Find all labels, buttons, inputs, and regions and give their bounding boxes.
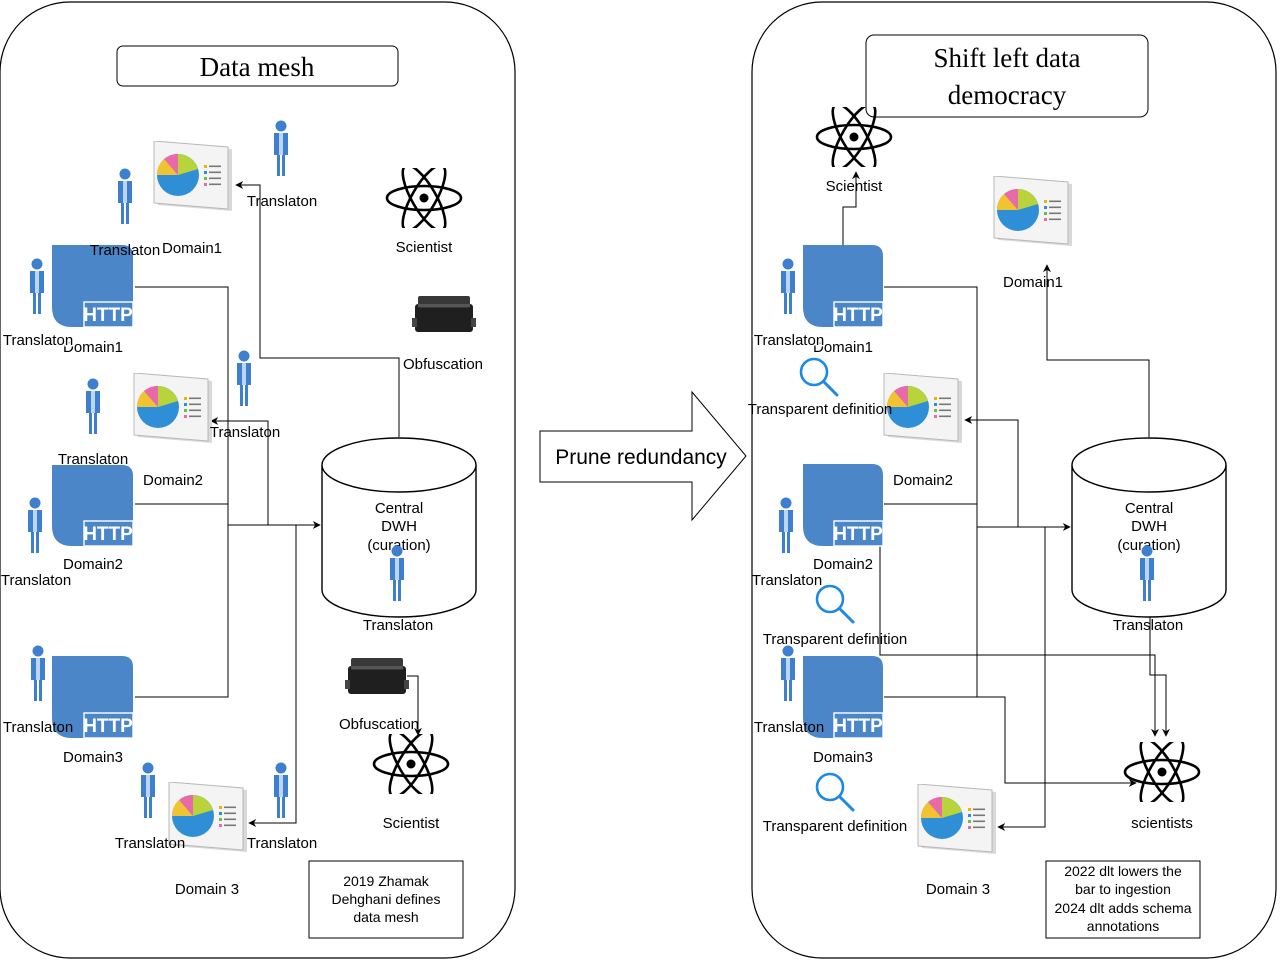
http-icon: HTTP (52, 245, 134, 328)
right-note-line: 2022 dlt lowers the (1064, 863, 1182, 879)
left-connectors (135, 181, 422, 827)
translaton-label: Translaton (752, 572, 822, 589)
transparent-definition-label: Transparent definition (763, 631, 908, 648)
svg-text:HTTP: HTTP (833, 305, 883, 326)
obfuscation-device-icon (412, 296, 476, 332)
scientist-label: Scientist (383, 815, 441, 832)
left-panel-title: Data mesh (200, 52, 315, 82)
left-title-box (116, 45, 399, 87)
scientist-label: Scientist (396, 239, 454, 256)
obfuscation-device-icon (345, 658, 409, 694)
right-panel-title-line1: Shift left data (934, 43, 1081, 73)
obfuscation-label: Obfuscation (339, 716, 419, 733)
domain1-screen-label: Domain1 (162, 240, 222, 257)
scientists-label: scientists (1131, 815, 1193, 832)
translaton-label: Translaton (1, 572, 71, 589)
right-panel-title-line2: democracy (948, 80, 1067, 110)
http-icon: HTTP (803, 656, 884, 739)
svg-text:HTTP: HTTP (833, 524, 883, 545)
left-note-line: 2019 Zhamak (343, 873, 430, 889)
translaton-label: Translaton (3, 719, 73, 736)
domain3-screen-label: Domain 3 (175, 881, 239, 898)
domain2-screen-label: Domain2 (143, 472, 203, 489)
http-icon: HTTP (803, 245, 884, 328)
right-connectors (842, 171, 1170, 831)
domain3-screen-label: Domain 3 (926, 881, 990, 898)
translaton-label: Translaton (363, 617, 433, 634)
left-note-line: Dehghani defines (332, 891, 441, 907)
obfuscation-label: Obfuscation (403, 356, 483, 373)
svg-text:HTTP: HTTP (83, 716, 133, 737)
transparent-definition-label: Transparent definition (763, 818, 908, 835)
prune-redundancy-arrow (539, 390, 747, 522)
domain1-http-label: Domain1 (63, 339, 123, 356)
dwh-label-line1: Central (375, 500, 423, 517)
translaton-label: Translaton (247, 835, 317, 852)
dwh-label-line1: Central (1125, 500, 1173, 517)
dwh-label-line2: DWH (1131, 518, 1167, 535)
http-icon: HTTP (803, 464, 884, 547)
translaton-label: Translaton (58, 451, 128, 468)
dwh-label-line2: DWH (381, 518, 417, 535)
translaton-label: Translaton (1113, 617, 1183, 634)
domain1-http-label: Domain1 (813, 339, 873, 356)
central-dwh-cylinder-left (321, 437, 477, 618)
translaton-label: Translaton (754, 719, 824, 736)
left-note-box (308, 860, 464, 939)
domain2-http-label: Domain2 (813, 556, 873, 573)
svg-text:HTTP: HTTP (83, 305, 133, 326)
translaton-label: Translaton (3, 332, 73, 349)
domain2-screen-label: Domain2 (893, 472, 953, 489)
domain3-http-label: Domain3 (63, 749, 123, 766)
pie-chart-screen-icon (993, 176, 1073, 247)
domain3-http-label: Domain3 (813, 749, 873, 766)
right-title-box (865, 34, 1149, 118)
pie-chart-screen-icon (917, 784, 997, 855)
http-icon: HTTP (52, 656, 134, 739)
dwh-label-line3: (curation) (367, 537, 430, 554)
domain2-http-label: Domain2 (63, 556, 123, 573)
svg-text:HTTP: HTTP (833, 716, 883, 737)
left-note-line: data mesh (353, 909, 418, 925)
pie-chart-screen-icon (153, 141, 233, 212)
scientist-label: Scientist (826, 178, 884, 195)
translaton-label: Translaton (247, 193, 317, 210)
right-note-box (1045, 860, 1201, 939)
transparent-definition-label: Transparent definition (748, 401, 893, 418)
central-dwh-cylinder-right (1071, 437, 1227, 618)
translaton-label: Translaton (115, 835, 185, 852)
prune-redundancy-label: Prune redundancy (555, 446, 727, 469)
pie-chart-screen-icon (133, 373, 213, 444)
translaton-label: Translaton (210, 424, 280, 441)
translaton-label: Translaton (754, 332, 824, 349)
dwh-label-line3: (curation) (1117, 537, 1180, 554)
svg-text:HTTP: HTTP (83, 524, 133, 545)
http-icon: HTTP (52, 465, 134, 547)
pie-chart-screen-icon (883, 373, 963, 444)
right-note-line: annotations (1087, 918, 1159, 934)
translaton-label: Translaton (90, 242, 160, 259)
domain1-screen-label: Domain1 (1003, 274, 1063, 291)
right-note-line: 2024 dlt adds schema (1055, 900, 1192, 916)
right-note-line: bar to ingestion (1075, 881, 1171, 897)
